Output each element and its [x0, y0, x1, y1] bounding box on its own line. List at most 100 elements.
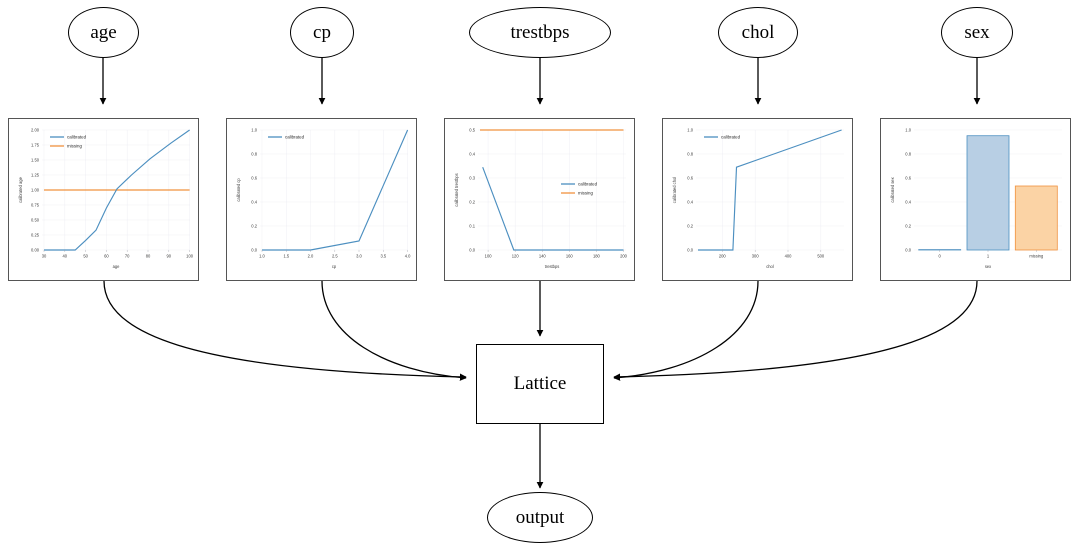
svg-text:calibrated: calibrated	[285, 135, 305, 140]
trestbps-xaxis-label: trestbps	[545, 264, 560, 269]
svg-text:0.3: 0.3	[469, 176, 475, 181]
svg-text:0.8: 0.8	[687, 152, 693, 157]
calibrator-plot-trestbps: 0.0 0.1 0.2 0.3 0.4 0.5 100 120 140 160 …	[454, 128, 628, 270]
svg-text:1.25: 1.25	[31, 173, 40, 178]
svg-text:0.4: 0.4	[905, 200, 911, 205]
cp-y-tick-labels: 0.0 0.2 0.4 0.6 0.8 1.0	[251, 128, 257, 253]
svg-text:30: 30	[42, 254, 47, 259]
svg-text:2.5: 2.5	[332, 254, 338, 259]
sex-bar-1	[966, 135, 1010, 251]
trestbps-series-calibrated	[482, 166, 624, 251]
input-node-trestbps[interactable]: trestbps	[469, 7, 611, 58]
age-legend: calibrated missing	[50, 135, 87, 149]
svg-text:0.4: 0.4	[687, 200, 693, 205]
chol-y-tick-labels: 0.0 0.2 0.4 0.6 0.8 1.0	[687, 128, 693, 253]
svg-text:0.2: 0.2	[905, 224, 911, 229]
chol-x-gridlines	[722, 130, 821, 250]
svg-text:calibrated: calibrated	[578, 182, 598, 187]
cp-tick-marks	[261, 250, 408, 252]
svg-text:0.75: 0.75	[31, 203, 40, 208]
sex-yaxis-label: calibrated sex	[890, 177, 895, 202]
chol-x-tick-labels: 200 300 400 500	[719, 254, 825, 259]
svg-text:0: 0	[939, 254, 942, 259]
svg-text:0.0: 0.0	[687, 248, 693, 253]
edge-age-calibrator-to-lattice	[103, 280, 467, 381]
calibrator-plot-cp: 0.0 0.2 0.4 0.6 0.8 1.0 1.0 1.5 2.0 2.5 …	[236, 128, 411, 270]
input-node-cp[interactable]: cp	[290, 7, 354, 58]
lattice-node[interactable]: Lattice	[476, 344, 604, 424]
age-tick-marks	[43, 250, 190, 252]
svg-text:0.2: 0.2	[687, 224, 693, 229]
svg-text:0.5: 0.5	[469, 128, 475, 133]
svg-text:70: 70	[125, 254, 130, 259]
calibrator-panel-age[interactable]: 0.00 0.25 0.50 0.75 1.00 1.25 1.50 1.75 …	[8, 118, 199, 281]
calibrator-panel-trestbps[interactable]: 0.0 0.1 0.2 0.3 0.4 0.5 100 120 140 160 …	[444, 118, 635, 281]
svg-text:4.0: 4.0	[405, 254, 411, 259]
svg-text:200: 200	[620, 254, 628, 259]
svg-text:140: 140	[539, 254, 547, 259]
calibrator-plot-sex: 0.0 0.2 0.4 0.6 0.8 1.0 0 1 missing sex …	[890, 128, 1062, 269]
trestbps-yaxis-label: calibrated trestbps	[454, 173, 459, 206]
svg-text:0.25: 0.25	[31, 233, 40, 238]
chol-xaxis-label: chol	[766, 264, 774, 269]
cp-xaxis-label: cp	[332, 264, 337, 269]
input-node-cp-label: cp	[313, 22, 331, 43]
lattice-node-label: Lattice	[513, 373, 567, 394]
calibrator-plot-age: 0.00 0.25 0.50 0.75 1.00 1.25 1.50 1.75 …	[18, 128, 194, 270]
svg-text:90: 90	[167, 254, 172, 259]
sex-bar-missing	[1014, 185, 1058, 251]
edge-cp-calibrator-to-lattice	[321, 280, 467, 381]
sex-y-tick-labels: 0.0 0.2 0.4 0.6 0.8 1.0	[905, 128, 911, 253]
svg-text:3.5: 3.5	[380, 254, 386, 259]
svg-text:0.2: 0.2	[251, 224, 257, 229]
svg-text:180: 180	[593, 254, 601, 259]
age-yaxis-label: calibrated age	[18, 176, 23, 202]
svg-text:calibrated: calibrated	[721, 135, 741, 140]
svg-text:1: 1	[987, 254, 990, 259]
output-node-label: output	[515, 507, 565, 528]
svg-text:0.00: 0.00	[31, 248, 40, 253]
svg-text:1.0: 1.0	[905, 128, 911, 133]
svg-text:2.0: 2.0	[308, 254, 314, 259]
input-node-sex-label: sex	[964, 22, 990, 43]
sex-bars	[918, 135, 1058, 251]
trestbps-x-tick-labels: 100 120 140 160 180 200	[485, 254, 628, 259]
trestbps-y-tick-labels: 0.0 0.1 0.2 0.3 0.4 0.5	[469, 128, 475, 253]
input-node-trestbps-label: trestbps	[510, 22, 570, 43]
svg-text:400: 400	[785, 254, 793, 259]
input-node-age-label: age	[90, 22, 117, 43]
cp-x-gridlines	[261, 130, 408, 250]
svg-text:missing: missing	[67, 144, 82, 149]
svg-text:missing: missing	[578, 191, 593, 196]
svg-text:0.0: 0.0	[469, 248, 475, 253]
svg-text:80: 80	[146, 254, 151, 259]
svg-text:60: 60	[104, 254, 109, 259]
svg-text:1.0: 1.0	[251, 128, 257, 133]
calibrator-panel-cp[interactable]: 0.0 0.2 0.4 0.6 0.8 1.0 1.0 1.5 2.0 2.5 …	[226, 118, 417, 281]
input-node-age[interactable]: age	[68, 7, 139, 58]
chol-yaxis-label: calibrated chol	[672, 177, 677, 203]
trestbps-legend: calibrated missing	[561, 182, 598, 196]
cp-yaxis-label: calibrated cp	[236, 178, 241, 202]
trestbps-tick-marks	[487, 250, 624, 252]
svg-text:0.4: 0.4	[469, 152, 475, 157]
svg-text:500: 500	[817, 254, 825, 259]
chol-series-calibrated	[698, 129, 842, 251]
input-node-chol[interactable]: chol	[718, 7, 798, 58]
calibrator-panel-sex[interactable]: 0.0 0.2 0.4 0.6 0.8 1.0 0 1 missing sex …	[880, 118, 1071, 281]
output-node[interactable]: output	[487, 492, 593, 543]
svg-text:1.0: 1.0	[259, 254, 265, 259]
calibrator-panel-chol[interactable]: 0.0 0.2 0.4 0.6 0.8 1.0 200 300 400 500 …	[662, 118, 853, 281]
svg-text:1.5: 1.5	[283, 254, 289, 259]
input-node-sex[interactable]: sex	[941, 7, 1013, 58]
sex-tick-marks	[939, 250, 1037, 252]
svg-text:0.0: 0.0	[905, 248, 911, 253]
edge-chol-calibrator-to-lattice	[613, 280, 759, 381]
svg-text:0.8: 0.8	[251, 152, 257, 157]
age-series-calibrated	[44, 129, 190, 251]
svg-text:100: 100	[186, 254, 194, 259]
trestbps-x-gridlines	[487, 130, 624, 250]
svg-text:0.1: 0.1	[469, 224, 475, 229]
calibrator-plot-chol: 0.0 0.2 0.4 0.6 0.8 1.0 200 300 400 500 …	[672, 128, 844, 269]
